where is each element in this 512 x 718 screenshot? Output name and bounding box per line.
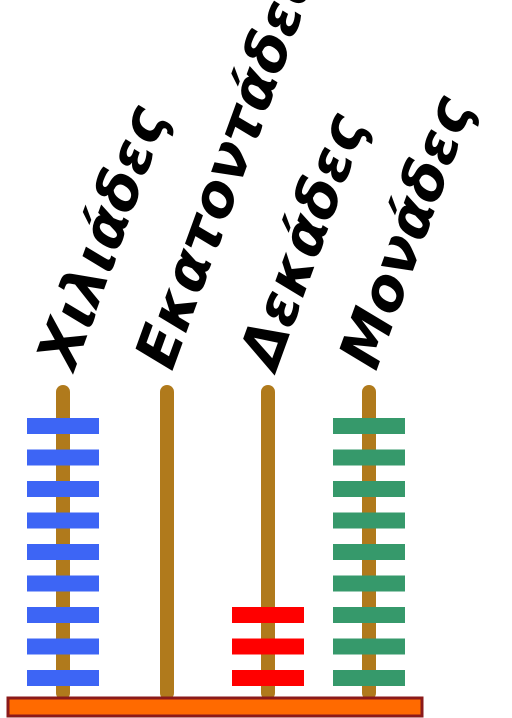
bead-units bbox=[333, 638, 405, 655]
bead-units bbox=[333, 418, 405, 434]
beads bbox=[27, 418, 405, 686]
bead-thousands bbox=[27, 544, 99, 560]
bead-tens bbox=[232, 670, 304, 686]
rod-hundreds bbox=[160, 385, 174, 700]
bead-thousands bbox=[27, 670, 99, 686]
bead-units bbox=[333, 512, 405, 529]
column-labels: Χιλιάδες Εκατοντάδες Δεκάδες Μονάδες bbox=[22, 0, 486, 381]
bead-thousands bbox=[27, 449, 99, 466]
bead-units bbox=[333, 575, 405, 592]
bead-thousands bbox=[27, 418, 99, 434]
bead-thousands bbox=[27, 575, 99, 592]
bead-tens bbox=[232, 607, 304, 623]
bead-thousands bbox=[27, 607, 99, 623]
bead-units bbox=[333, 670, 405, 686]
bead-tens bbox=[232, 638, 304, 655]
bead-units bbox=[333, 481, 405, 497]
bead-thousands bbox=[27, 481, 99, 497]
rods bbox=[56, 385, 376, 700]
bead-thousands bbox=[27, 638, 99, 655]
bead-units bbox=[333, 544, 405, 560]
bead-thousands bbox=[27, 512, 99, 529]
bead-units bbox=[333, 607, 405, 623]
bead-units bbox=[333, 449, 405, 466]
abacus-base bbox=[6, 696, 424, 718]
